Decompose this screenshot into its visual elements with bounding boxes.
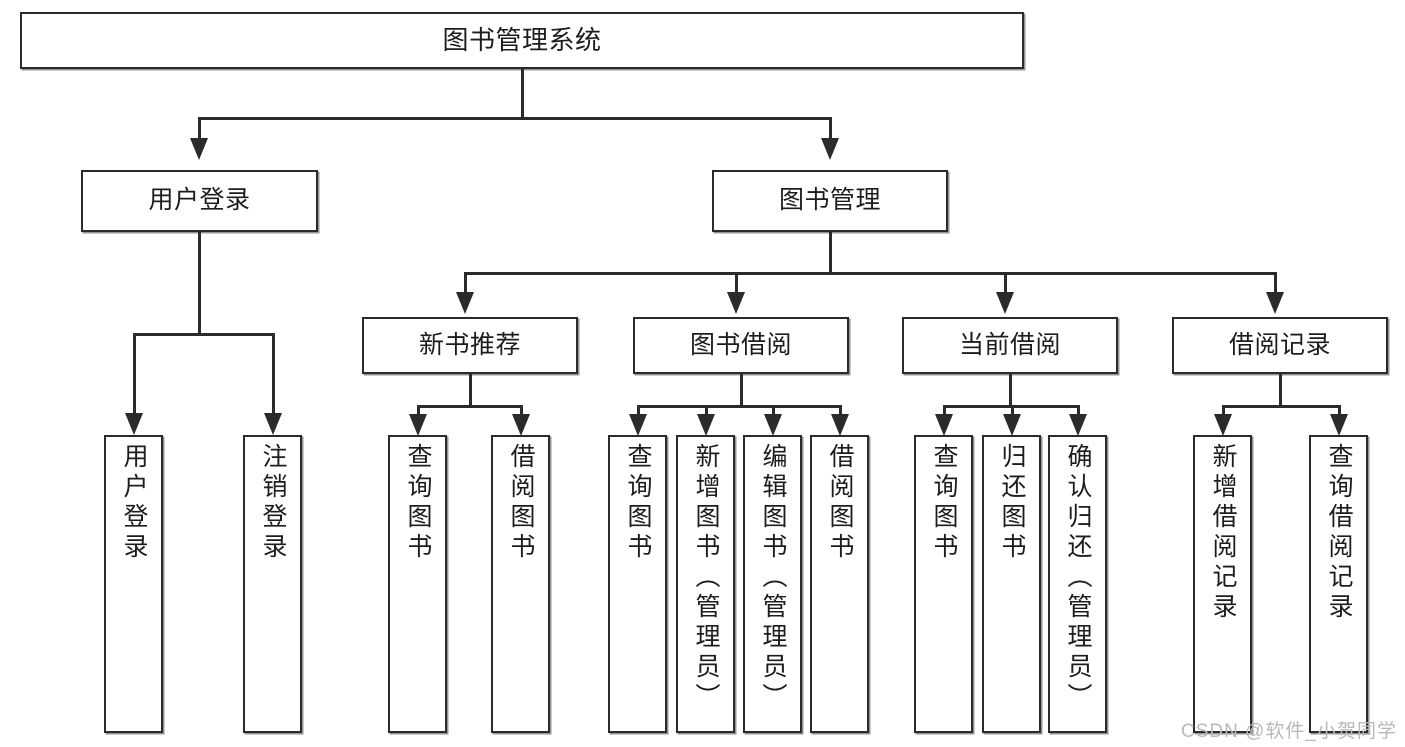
arrow-to-leaf-confirm-return-cb bbox=[1069, 414, 1087, 436]
arrow-to-leaf-borrow-book-bb bbox=[831, 414, 849, 436]
connector-br-leaf-2 bbox=[1338, 405, 1341, 417]
node-label: 查询图书 bbox=[930, 443, 958, 563]
arrow-to-book-management bbox=[821, 138, 839, 160]
connector-to-borrow-records bbox=[1274, 272, 1277, 294]
node-label: 图书管理 bbox=[778, 186, 881, 215]
leaf-query-borrow-record[interactable]: 查询借阅记录 bbox=[1309, 435, 1368, 733]
connector-br-leaf-1 bbox=[1222, 405, 1225, 417]
arrow-to-leaf-query-record bbox=[1330, 414, 1348, 436]
arrow-to-leaf-query-book-nbr bbox=[409, 414, 427, 436]
connector-root-to-user-login bbox=[198, 117, 201, 140]
arrow-to-leaf-query-book-bb bbox=[629, 414, 647, 436]
connector-bb-leaf-3 bbox=[772, 405, 775, 417]
csdn-watermark: CSDN @软件_小贺同学 bbox=[1181, 721, 1397, 742]
connector-nbr-leaf-2 bbox=[520, 405, 523, 417]
node-label: 查询借阅记录 bbox=[1325, 443, 1353, 623]
node-label: 借阅图书 bbox=[826, 443, 854, 563]
connector-book-management-stem bbox=[829, 232, 832, 274]
connector-bb-leaf-2 bbox=[705, 405, 708, 417]
connector-user-login-stem bbox=[198, 232, 201, 334]
arrow-to-leaf-borrow-book-nbr bbox=[512, 414, 530, 436]
node-label: 借阅记录 bbox=[1228, 330, 1331, 359]
node-book-management[interactable]: 图书管理 bbox=[712, 170, 948, 232]
arrow-to-leaf-user-login bbox=[125, 413, 143, 435]
connector-level3-bus bbox=[464, 272, 1276, 275]
node-label: 查询图书 bbox=[404, 443, 432, 563]
leaf-borrow-book-borrow[interactable]: 借阅图书 bbox=[810, 435, 869, 733]
node-current-borrow[interactable]: 当前借阅 bbox=[902, 317, 1118, 374]
arrow-to-new-book-recommend bbox=[456, 292, 474, 314]
node-user-login[interactable]: 用户登录 bbox=[81, 170, 318, 232]
connector-nbr-leaf-1 bbox=[417, 405, 420, 417]
arrow-to-leaf-add-record bbox=[1214, 414, 1232, 436]
node-new-book-recommend[interactable]: 新书推荐 bbox=[362, 317, 578, 374]
connector-user-login-leaf-2 bbox=[272, 333, 275, 415]
node-root-book-management-system[interactable]: 图书管理系统 bbox=[20, 12, 1024, 69]
node-book-borrow[interactable]: 图书借阅 bbox=[633, 317, 849, 374]
node-label: 新增图书（管理员） bbox=[692, 443, 720, 713]
node-label: 当前借阅 bbox=[958, 330, 1061, 359]
leaf-add-book-admin[interactable]: 新增图书（管理员） bbox=[676, 435, 735, 733]
node-label: 用户登录 bbox=[148, 186, 251, 215]
node-label: 图书管理系统 bbox=[442, 25, 602, 56]
node-label: 编辑图书（管理员） bbox=[759, 443, 787, 713]
connector-to-current-borrow bbox=[1004, 272, 1007, 294]
connector-to-book-borrow bbox=[735, 272, 738, 294]
arrow-to-user-login bbox=[190, 138, 208, 160]
connector-bb-leaf-4 bbox=[839, 405, 842, 417]
node-label: 新书推荐 bbox=[418, 330, 521, 359]
connector-user-login-leaf-1 bbox=[133, 333, 136, 415]
leaf-borrow-book-recommend[interactable]: 借阅图书 bbox=[491, 435, 550, 733]
leaf-return-book[interactable]: 归还图书 bbox=[982, 435, 1041, 733]
leaf-add-borrow-record[interactable]: 新增借阅记录 bbox=[1193, 435, 1252, 733]
node-label: 借阅图书 bbox=[507, 443, 535, 563]
arrow-to-leaf-return-book-cb bbox=[1003, 414, 1021, 436]
leaf-query-book-current[interactable]: 查询图书 bbox=[914, 435, 973, 733]
connector-new-book-recommend-bus bbox=[417, 405, 523, 408]
leaf-confirm-return-admin[interactable]: 确认归还（管理员） bbox=[1048, 435, 1107, 733]
connector-cb-leaf-1 bbox=[943, 405, 946, 417]
leaf-logout[interactable]: 注销登录 bbox=[243, 435, 302, 733]
connector-borrow-records-stem bbox=[1279, 374, 1282, 406]
arrow-to-current-borrow bbox=[996, 292, 1014, 314]
connector-book-borrow-stem bbox=[740, 374, 743, 406]
arrow-to-leaf-add-book-bb bbox=[697, 414, 715, 436]
arrow-to-leaf-query-book-cb bbox=[935, 414, 953, 436]
node-label: 新增借阅记录 bbox=[1209, 443, 1237, 623]
connector-book-borrow-bus bbox=[637, 405, 842, 408]
leaf-user-login[interactable]: 用户登录 bbox=[104, 435, 163, 733]
node-label: 归还图书 bbox=[998, 443, 1026, 563]
node-label: 用户登录 bbox=[120, 443, 148, 563]
arrow-to-book-borrow bbox=[727, 292, 745, 314]
arrow-to-leaf-edit-book-bb bbox=[764, 414, 782, 436]
connector-bb-leaf-1 bbox=[637, 405, 640, 417]
node-label: 确认归还（管理员） bbox=[1064, 443, 1092, 713]
leaf-edit-book-admin[interactable]: 编辑图书（管理员） bbox=[743, 435, 802, 733]
connector-cb-leaf-3 bbox=[1077, 405, 1080, 417]
connector-root-to-book-management bbox=[829, 117, 832, 140]
arrow-to-leaf-logout bbox=[264, 413, 282, 435]
node-label: 查询图书 bbox=[624, 443, 652, 563]
connector-user-login-bus bbox=[133, 333, 275, 336]
connector-borrow-records-bus bbox=[1222, 405, 1341, 408]
connector-root-bus bbox=[198, 117, 832, 120]
connector-to-new-book-recommend bbox=[464, 272, 467, 294]
leaf-query-book-borrow[interactable]: 查询图书 bbox=[608, 435, 667, 733]
connector-new-book-recommend-stem bbox=[469, 374, 472, 406]
node-borrow-records[interactable]: 借阅记录 bbox=[1172, 317, 1388, 374]
connector-root-stem bbox=[521, 69, 524, 117]
leaf-query-book-recommend[interactable]: 查询图书 bbox=[388, 435, 447, 733]
node-label: 图书借阅 bbox=[689, 330, 792, 359]
node-label: 注销登录 bbox=[259, 443, 287, 563]
arrow-to-borrow-records bbox=[1266, 292, 1284, 314]
connector-cb-leaf-2 bbox=[1011, 405, 1014, 417]
connector-current-borrow-stem bbox=[1009, 374, 1012, 406]
